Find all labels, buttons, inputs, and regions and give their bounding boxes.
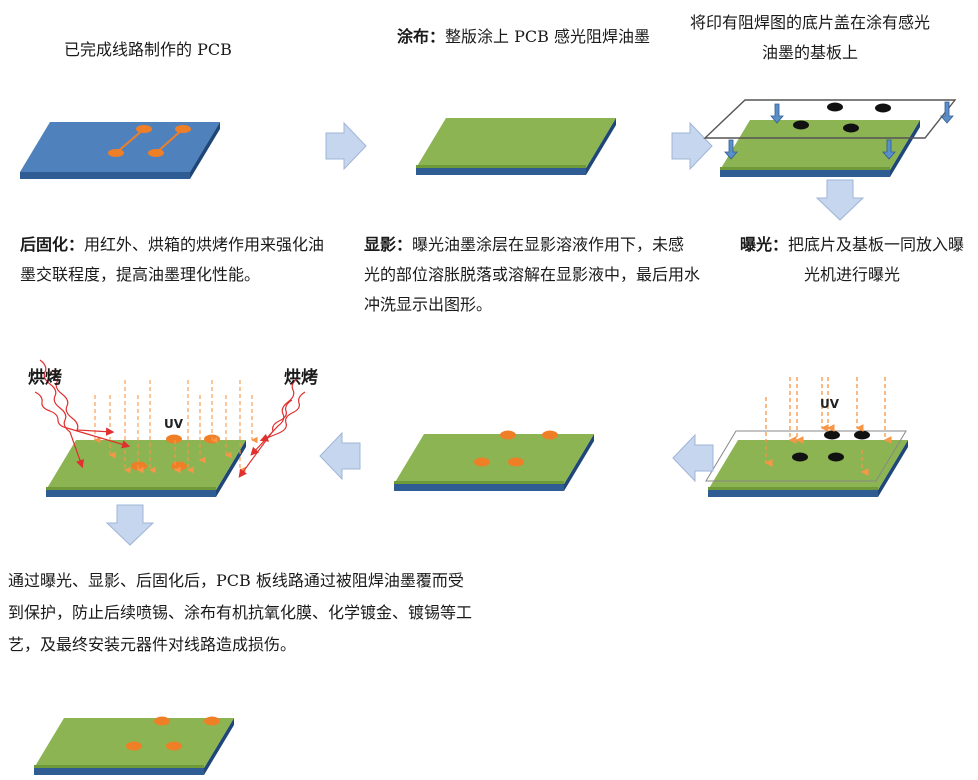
step5-body: 曝光油墨涂层在显影溶液作用下，未感光的部位溶胀脱落或溶解在显影液中，最后用水冲洗… xyxy=(364,235,701,314)
pcb-board-step2 xyxy=(416,118,616,175)
uv-label-curing: UV xyxy=(164,417,184,431)
step6-body: 用红外、烘箱的烘烤作用来强化油墨交联程度，提高油墨理化性能。 xyxy=(20,235,325,284)
step3-caption: 将印有阻焊图的底片盖在涂有感光油墨的基板上 xyxy=(690,13,931,62)
pcb-board-step1 xyxy=(20,122,220,179)
step5-text: 显影：曝光油墨涂层在显影溶液作用下，未感光的部位溶胀脱落或溶解在显影液中，最后用… xyxy=(364,230,700,320)
step2-title: 涂布： xyxy=(397,27,446,46)
pcb-board-step5 xyxy=(394,430,594,491)
flow-arrow-5-left xyxy=(319,432,361,480)
final-text: 通过曝光、显影、后固化后，PCB 板线路通过被阻焊油墨覆而受到保护，防止后续喷锡… xyxy=(8,571,473,654)
pcb-board-final xyxy=(34,716,234,775)
uv-label-exposure: UV xyxy=(820,397,840,411)
post-cure-step6: UV xyxy=(34,359,306,497)
step6-text: 后固化：用红外、烘箱的烘烤作用来强化油墨交联程度，提高油墨理化性能。 xyxy=(20,230,340,290)
step4-text: 曝光：把底片及基板一同放入曝光机进行曝光 xyxy=(732,230,972,290)
step1-caption: 已完成线路制作的 PCB xyxy=(64,40,232,59)
bake-label-left: 烘烤 xyxy=(28,368,62,388)
flow-arrow-6-down xyxy=(106,504,154,546)
step2-body: 整版涂上 PCB 感光阻焊油墨 xyxy=(445,27,650,46)
step4-body: 把底片及基板一同放入曝光机进行曝光 xyxy=(788,235,965,284)
step5-title: 显影： xyxy=(364,235,413,254)
flow-arrow-2-right xyxy=(671,122,713,170)
flow-arrow-3-down xyxy=(816,179,864,221)
step2-text: 涂布：整版涂上 PCB 感光阻焊油墨 xyxy=(397,22,659,52)
flow-arrow-4-left xyxy=(672,434,714,482)
step4-title: 曝光： xyxy=(739,235,788,254)
film-over-board-step3 xyxy=(703,99,957,177)
flow-arrow-1-right xyxy=(325,122,367,170)
exposure-step4: UV xyxy=(705,377,908,497)
step6-title: 后固化： xyxy=(20,235,85,254)
bake-label-right: 烘烤 xyxy=(284,368,318,388)
